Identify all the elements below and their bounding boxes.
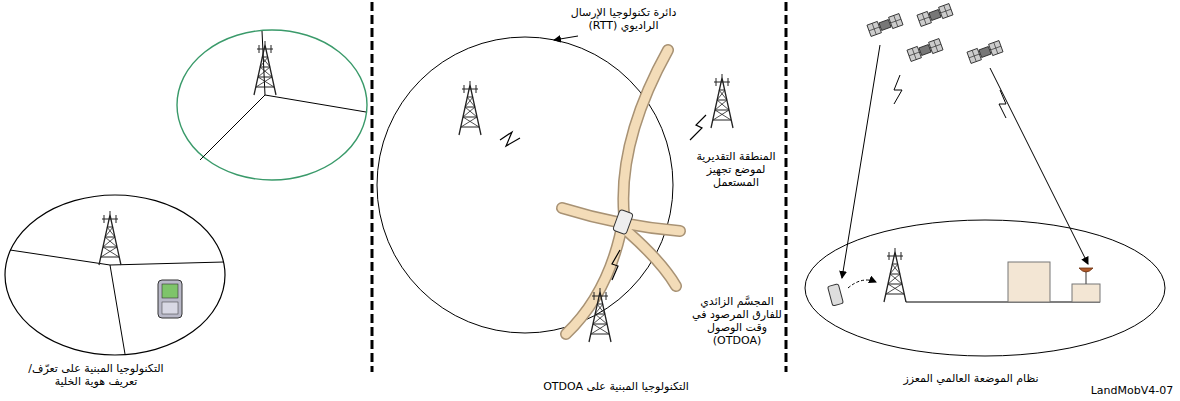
panel-divider [785,2,788,372]
callout-label: المجسَّم الزائدي للفارق المرصود في وقت ا… [690,295,784,347]
agps-figure [805,4,1165,356]
callout-label: المنطقة التقديرية لموضع تجهيز المستعمل [690,150,782,189]
figure-id: LandMobV4-07 [1088,384,1176,397]
panel-divider [371,2,374,372]
cell-id-figure [5,30,367,355]
panel-caption: التكنولوجيا المبنية على تعرّف/تعريف هوية… [20,362,172,388]
panel-caption: نظام الموضعة العالمي المعزز [860,372,1082,385]
callout-label: دائرة تكنولوجيا الإرسال الراديوي (RTT) [560,6,687,32]
otdoa-figure [377,36,733,342]
panel-caption: التكنولوجيا المبنية على OTDOA [500,380,732,393]
